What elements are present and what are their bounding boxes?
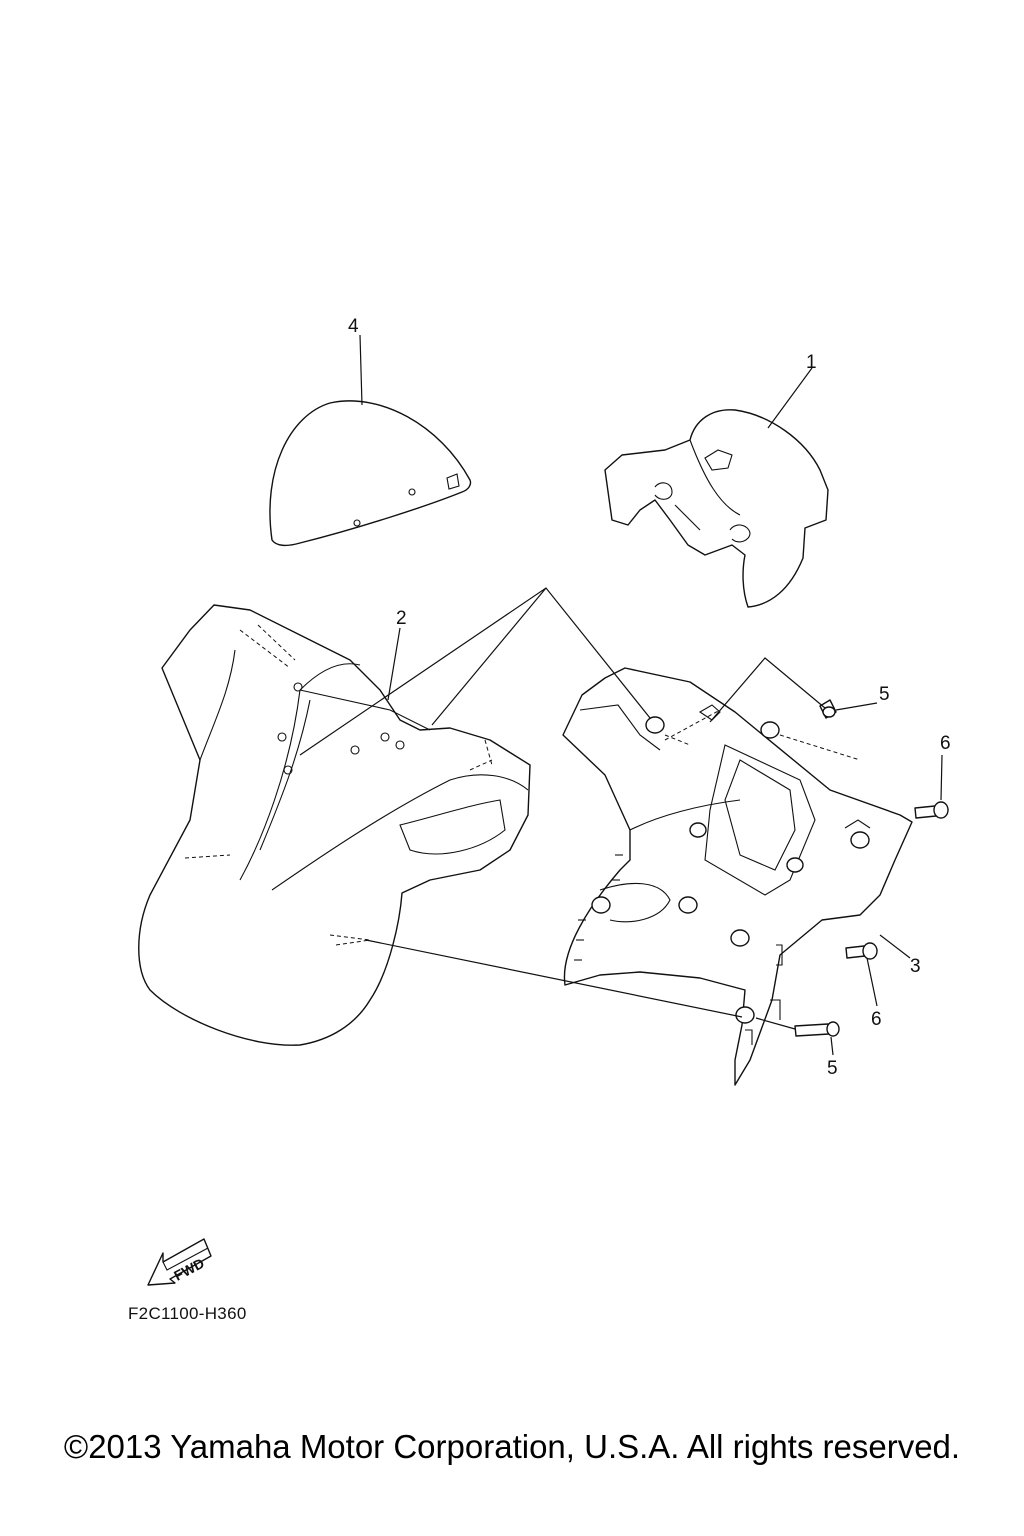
part-3-inner-panel	[562, 667, 913, 1086]
part-2-front-panel	[138, 604, 531, 1046]
callout-6-upper: 6	[940, 733, 951, 754]
part-4-front-cover	[269, 400, 472, 547]
leader-lines	[299, 334, 943, 1056]
callout-5-upper: 5	[879, 684, 890, 705]
callout-5-lower: 5	[827, 1058, 838, 1079]
callout-2: 2	[396, 608, 407, 629]
screw-5-lower	[794, 1021, 840, 1037]
callout-1: 1	[806, 352, 817, 373]
part-1-handlebar-cover	[604, 409, 829, 608]
diagram-code: F2C1100-H360	[128, 1304, 247, 1323]
fwd-arrow-icon: FWD	[147, 1238, 212, 1286]
screw-6-lower	[845, 942, 878, 960]
callout-4: 4	[348, 316, 359, 337]
screw-5-upper	[819, 699, 837, 719]
callout-6-lower: 6	[871, 1009, 882, 1030]
callout-3: 3	[910, 956, 921, 977]
screw-6-upper	[914, 801, 949, 819]
copyright-notice: ©2013 Yamaha Motor Corporation, U.S.A. A…	[63, 1428, 961, 1465]
